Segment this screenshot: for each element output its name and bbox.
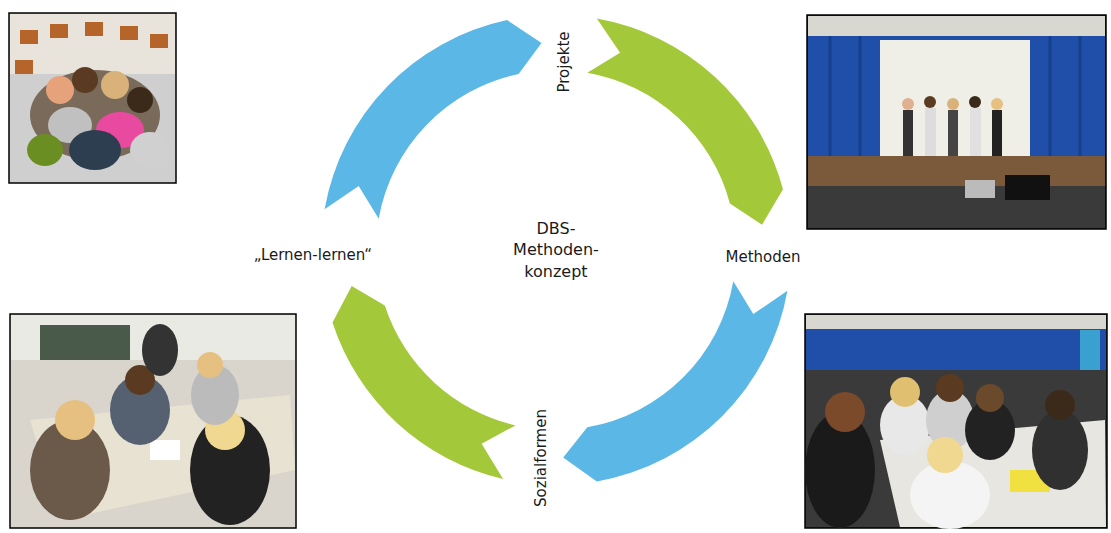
photo-huddle <box>9 13 176 183</box>
photo-hall <box>805 314 1107 529</box>
cycle-arrow <box>587 19 783 225</box>
phase-label: Methoden <box>726 248 801 266</box>
center-title: DBS- Methoden- konzept <box>506 218 606 283</box>
cycle-arrow <box>563 281 787 481</box>
cycle-ring <box>325 19 788 482</box>
cycle-arrow <box>333 286 516 479</box>
phase-label: Sozialformen <box>532 409 550 507</box>
phase-label: Projekte <box>554 32 572 93</box>
cycle-arrow <box>325 20 542 219</box>
phase-label: „Lernen-lernen“ <box>254 246 372 264</box>
photo-stage <box>807 15 1106 229</box>
photo-groupwork <box>10 314 296 528</box>
